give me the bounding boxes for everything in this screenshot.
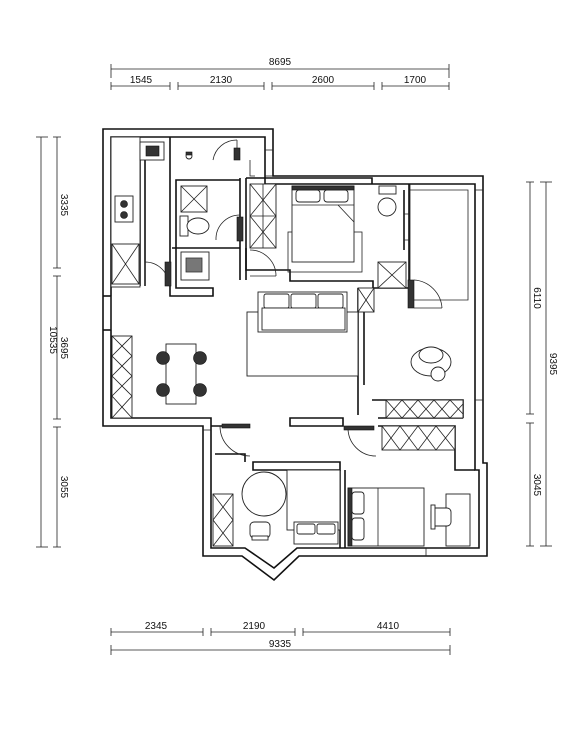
bathroom [164,139,255,287]
bedroom-bottom-right [343,425,471,547]
burner-icon [120,211,128,219]
pillow-icon [351,491,365,515]
master-window [404,213,410,241]
left-segment-label: 3055 [58,476,69,499]
headboard [347,487,353,547]
dining-chair-icon [156,383,170,397]
bedroom-door-swing [219,425,251,457]
master-bedroom [287,185,410,289]
top-segment-label: 2130 [210,75,233,86]
left-total-label: 10535 [47,326,58,354]
headboard [291,185,355,191]
toilet-icon [186,217,210,235]
dining [110,296,207,419]
door-leaf [164,261,172,287]
bedroom-wardrobe [212,493,234,547]
bath-door-swing [215,214,241,241]
top-segment-label: 1545 [130,75,153,86]
right-total-label: 9395 [547,353,558,376]
bottom-segment-label: 2345 [145,621,168,632]
round-rug [241,471,287,517]
master-door-swing [249,249,277,277]
vanity-basin-icon [185,257,203,273]
door-leaf [233,147,241,161]
sofa-cushion [263,293,290,309]
bath-door-swing [212,139,238,161]
top-segment-label: 2600 [312,75,335,86]
dining-chair-icon [193,351,207,365]
pillow-icon [351,517,365,541]
left-dimension-lines [36,136,61,548]
bottom-dimension-lines [110,628,451,655]
burner-icon [120,200,128,208]
bedroom-door-swing [347,427,377,457]
nightstand [378,185,397,195]
left-segment-label: 3695 [58,337,69,360]
right-dimension-lines [526,181,552,547]
balcony-door [407,279,443,309]
sofa-cushion [317,293,344,309]
left-segment-label: 3335 [58,194,69,217]
pillow-icon [323,189,349,203]
dining-chair-icon [156,351,170,365]
kitchen [110,136,193,288]
study-desk [286,469,341,531]
bedroom-bottom-left [212,423,341,547]
sofa-cushion [290,293,317,309]
nightstand-lamp-icon [377,197,397,217]
bottom-segment-label: 4410 [377,621,400,632]
window-markers [203,149,483,556]
top-total-label: 8695 [269,57,292,68]
right-segment-label: 6110 [531,287,542,309]
door-leaf [236,216,244,242]
sink-basin-icon [145,145,160,157]
bedroom-wardrobe [381,425,456,451]
top-segment-label: 1700 [404,75,427,86]
top-dimension-lines [110,64,450,90]
sideboard [385,399,464,419]
cooktop-icon [114,195,134,223]
living-room [246,287,464,419]
side-table-icon [430,366,446,382]
bottom-segment-label: 2190 [243,621,266,632]
pillow-icon [295,189,321,203]
corridor-wardrobe [249,183,277,277]
dining-table [165,343,197,405]
dining-cabinet [111,335,133,419]
dining-chair-icon [193,383,207,397]
right-segment-label: 3045 [531,474,542,497]
bottom-total-label: 9335 [269,639,292,650]
